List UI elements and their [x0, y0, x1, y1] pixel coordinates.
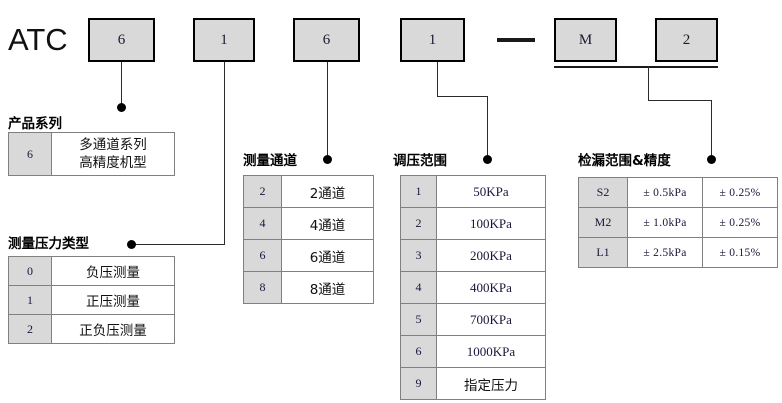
connector-pressure-type-horizontal [131, 244, 225, 245]
connector-dot-pressure-type [127, 240, 136, 249]
table-pressure-type: 0 负压测量 1 正压测量 2 正负压测量 [8, 256, 175, 344]
cell-code: 2 [243, 175, 282, 208]
cell-code: 8 [243, 271, 282, 304]
cell-code: 4 [243, 207, 282, 240]
cell-value: 指定压力 [436, 367, 546, 400]
connector-leak-vertical-1 [648, 66, 649, 100]
table-row[interactable]: 6 1000KPa [400, 335, 546, 368]
cell-code: 3 [400, 239, 437, 272]
cell-value: 50KPa [436, 175, 546, 208]
table-row[interactable]: 2 2通道 [243, 175, 374, 208]
connector-dot-series [117, 103, 126, 112]
cell-value-line1: 多通道系列 [79, 136, 147, 153]
separator-dash [497, 38, 535, 42]
cell-code: S2 [578, 177, 628, 208]
cell-code: 5 [400, 303, 437, 336]
table-row[interactable]: 1 50KPa [400, 175, 546, 208]
cell-value: 100KPa [436, 207, 546, 240]
connector-bracket-model-accuracy [554, 66, 718, 68]
cell-code: L1 [578, 237, 628, 268]
cell-value: 200KPa [436, 239, 546, 272]
cell-range: ± 1.0kPa [627, 207, 703, 238]
cell-code: 6 [400, 335, 437, 368]
cell-value: 6通道 [281, 239, 374, 272]
table-row[interactable]: 2 正负压测量 [8, 314, 175, 344]
cell-value: 1000KPa [436, 335, 546, 368]
section-label-pressure-type: 测量压力类型 [8, 236, 89, 252]
cell-code: 2 [400, 207, 437, 240]
cell-value: 8通道 [281, 271, 374, 304]
cell-value: 700KPa [436, 303, 546, 336]
code-box-series[interactable]: 6 [88, 18, 155, 62]
table-row[interactable]: S2 ± 0.5kPa ± 0.25% [578, 177, 778, 208]
code-box-model[interactable]: M [554, 18, 617, 62]
cell-value: 正压测量 [51, 285, 175, 315]
table-row[interactable]: M2 ± 1.0kPa ± 0.25% [578, 207, 778, 238]
cell-code: 1 [400, 175, 437, 208]
connector-dot-pressure-range [483, 155, 492, 164]
table-leak-range-accuracy: S2 ± 0.5kPa ± 0.25% M2 ± 1.0kPa ± 0.25% … [578, 177, 778, 268]
cell-value-line2: 高精度机型 [79, 155, 147, 171]
code-box-accuracy[interactable]: 2 [655, 18, 718, 62]
cell-code: M2 [578, 207, 628, 238]
table-row[interactable]: 2 100KPa [400, 207, 546, 240]
connector-leak-horizontal [648, 100, 711, 101]
code-box-pressure-type[interactable]: 1 [193, 18, 255, 62]
table-row[interactable]: 3 200KPa [400, 239, 546, 272]
cell-range: ± 0.5kPa [627, 177, 703, 208]
cell-code: 9 [400, 367, 437, 400]
connector-pressure-range-vertical-1 [437, 62, 438, 96]
cell-accuracy: ± 0.15% [702, 237, 778, 268]
table-row[interactable]: 6 6通道 [243, 239, 374, 272]
cell-value: 多通道系列 高精度机型 [51, 132, 175, 176]
connector-series [121, 62, 122, 107]
section-label-leak-range-accuracy: 检漏范围&精度 [578, 153, 671, 169]
table-row[interactable]: 4 400KPa [400, 271, 546, 304]
cell-code: 1 [8, 285, 52, 315]
cell-value: 负压测量 [51, 256, 175, 286]
connector-pressure-type-vertical [224, 62, 225, 244]
table-row[interactable]: 1 正压测量 [8, 285, 175, 315]
connector-pressure-range-horizontal [437, 96, 487, 97]
table-row[interactable]: 4 4通道 [243, 207, 374, 240]
section-label-pressure-range: 调压范围 [393, 153, 447, 169]
cell-code: 6 [8, 132, 52, 176]
cell-range: ± 2.5kPa [627, 237, 703, 268]
cell-code: 6 [243, 239, 282, 272]
section-label-product-series: 产品系列 [8, 116, 62, 132]
connector-dot-channel [323, 155, 332, 164]
cell-code: 2 [8, 314, 52, 344]
table-row[interactable]: 6 多通道系列 高精度机型 [8, 132, 175, 176]
table-row[interactable]: 8 8通道 [243, 271, 374, 304]
cell-accuracy: ± 0.25% [702, 177, 778, 208]
table-pressure-range: 1 50KPa 2 100KPa 3 200KPa 4 400KPa 5 700… [400, 175, 546, 400]
cell-value: 2通道 [281, 175, 374, 208]
table-row[interactable]: L1 ± 2.5kPa ± 0.15% [578, 237, 778, 268]
section-label-measure-channel: 测量通道 [243, 153, 297, 169]
table-row[interactable]: 5 700KPa [400, 303, 546, 336]
connector-leak-vertical-2 [711, 100, 712, 159]
connector-dot-leak [707, 155, 716, 164]
code-box-pressure-range[interactable]: 1 [400, 18, 465, 62]
cell-value: 正负压测量 [51, 314, 175, 344]
cell-accuracy: ± 0.25% [702, 207, 778, 238]
connector-channel [327, 62, 328, 159]
connector-pressure-range-vertical-2 [487, 96, 488, 159]
table-row[interactable]: 9 指定压力 [400, 367, 546, 400]
table-row[interactable]: 0 负压测量 [8, 256, 175, 286]
code-box-channel[interactable]: 6 [293, 18, 360, 62]
table-product-series: 6 多通道系列 高精度机型 [8, 132, 175, 176]
brand-label: ATC [8, 22, 68, 57]
cell-code: 0 [8, 256, 52, 286]
cell-value: 4通道 [281, 207, 374, 240]
cell-code: 4 [400, 271, 437, 304]
table-measure-channel: 2 2通道 4 4通道 6 6通道 8 8通道 [243, 175, 374, 304]
cell-value: 400KPa [436, 271, 546, 304]
